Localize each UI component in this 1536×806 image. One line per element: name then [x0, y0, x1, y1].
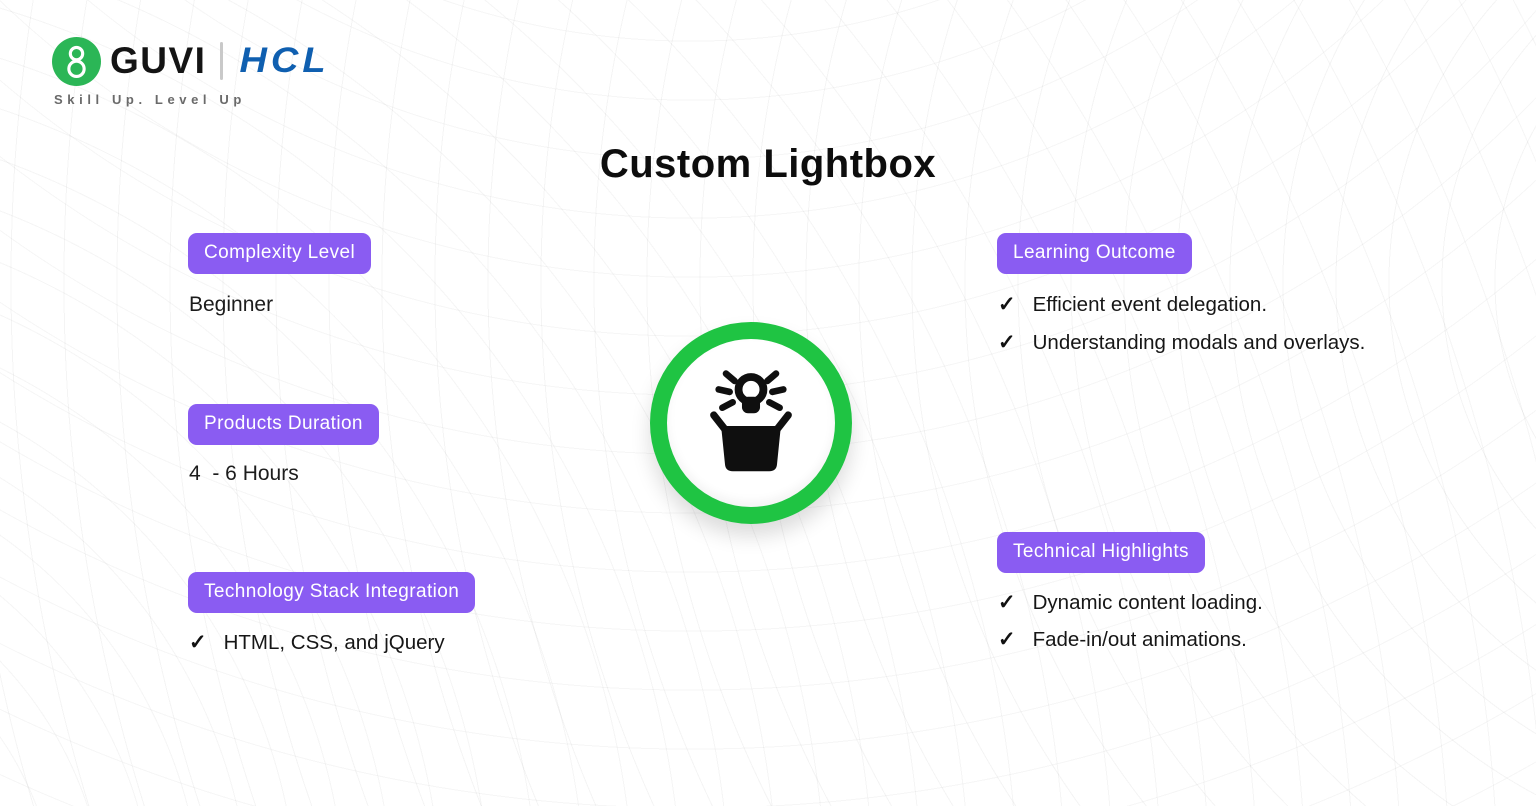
- products-duration-badge: Products Duration: [188, 404, 379, 445]
- center-medallion: [650, 322, 852, 524]
- tech-stack-item: ✓ HTML, CSS, and jQuery: [189, 630, 445, 656]
- products-duration-value: 4 - 6 Hours: [189, 462, 299, 485]
- brand-guvi-text: GUVI: [110, 40, 207, 81]
- checkmark-icon: ✓: [998, 331, 1016, 354]
- brand-divider: [220, 42, 224, 80]
- complexity-level-value: Beginner: [189, 293, 274, 316]
- technical-highlights-badge: Technical Highlights: [997, 532, 1205, 573]
- learning-item: ✓ Understanding modals and overlays.: [998, 330, 1368, 356]
- complexity-level-badge: Complexity Level: [188, 233, 372, 274]
- learning-item: ✓ Efficient event delegation.: [998, 292, 1267, 318]
- checkmark-icon: ✓: [998, 293, 1016, 316]
- learning-item-text: Efficient event delegation.: [1032, 293, 1268, 316]
- brand-tagline: Skill Up. Level Up: [54, 92, 246, 107]
- checkmark-icon: ✓: [189, 631, 207, 654]
- learning-outcome-badge: Learning Outcome: [997, 233, 1192, 274]
- checkmark-icon: ✓: [998, 628, 1016, 651]
- guvi-logo-icon: [52, 36, 101, 86]
- highlight-item-text: Dynamic content loading.: [1032, 591, 1263, 614]
- technology-stack-badge: Technology Stack Integration: [188, 572, 476, 613]
- checkmark-icon: ✓: [998, 591, 1016, 614]
- page-title: Custom Lightbox: [599, 142, 937, 186]
- tech-stack-item-text: HTML, CSS, and jQuery: [223, 631, 445, 654]
- brand-hcl-text: HCL: [239, 41, 330, 80]
- lightbox-open-box-bulb-icon: [710, 370, 792, 472]
- highlight-item: ✓ Fade-in/out animations.: [998, 627, 1247, 653]
- learning-item-text: Understanding modals and overlays.: [1032, 331, 1366, 354]
- highlight-item: ✓ Dynamic content loading.: [998, 590, 1263, 616]
- highlight-item-text: Fade-in/out animations.: [1032, 628, 1247, 651]
- brand-header: GUVI HCL: [52, 36, 330, 86]
